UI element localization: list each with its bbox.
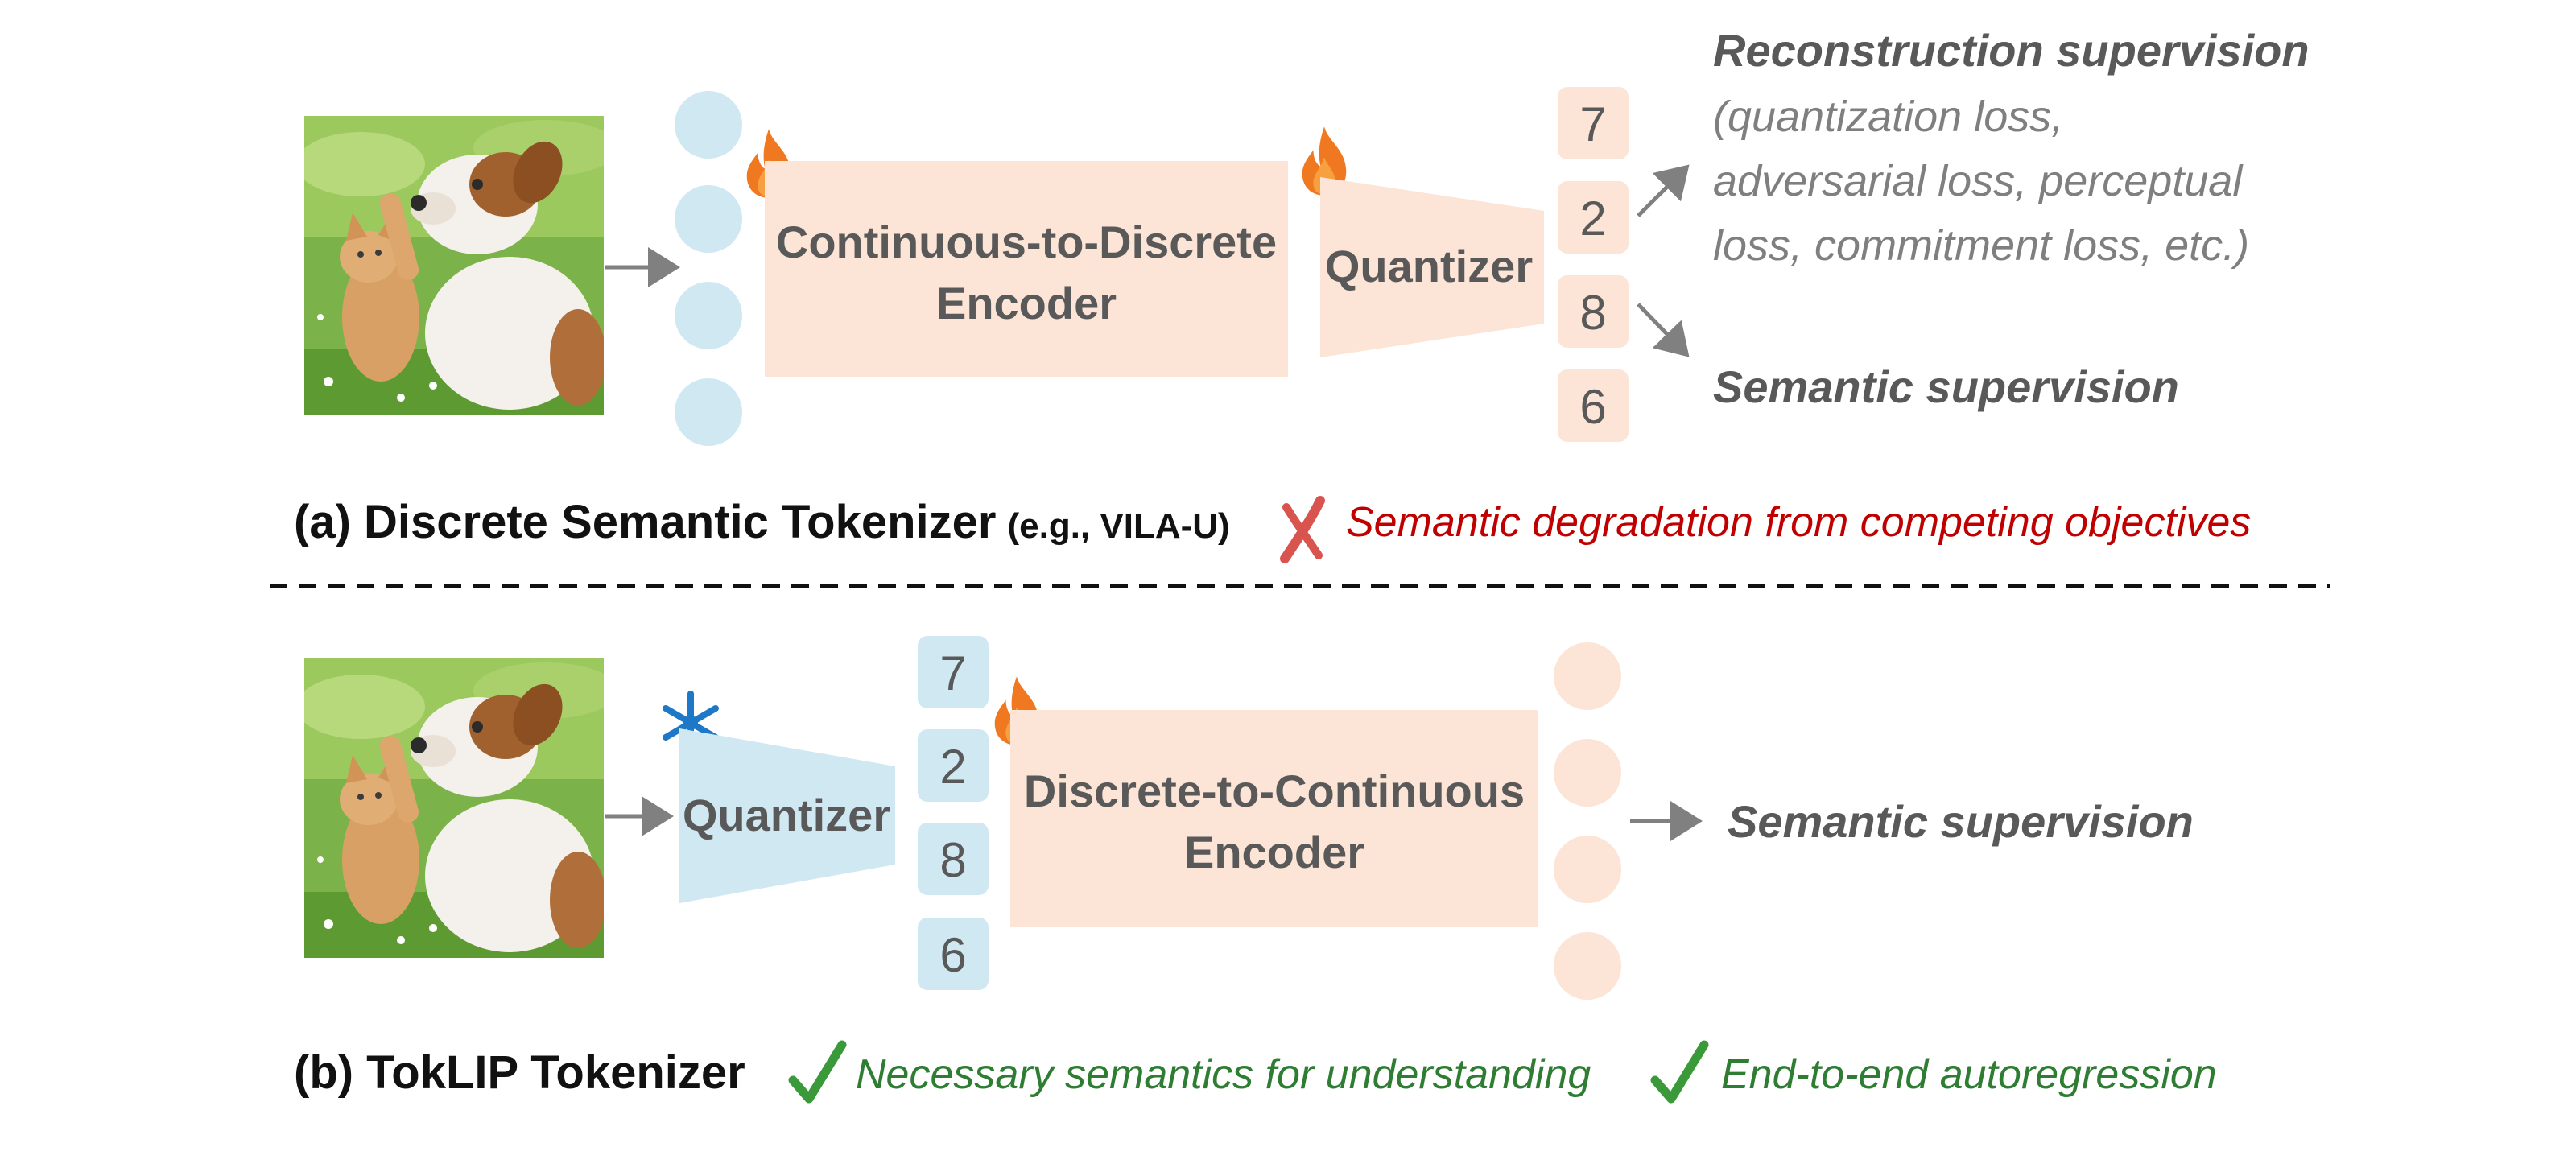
token-value: 8 xyxy=(939,833,966,887)
patch-circle xyxy=(675,282,742,349)
caption-a: (a) Discrete Semantic Tokenizer (e.g., VI… xyxy=(294,496,1230,548)
quantizer-b-label: Quantizer xyxy=(683,790,890,840)
quantizer-a xyxy=(1320,177,1544,357)
output-embeddings-b xyxy=(1554,642,1621,1000)
token-value: 2 xyxy=(939,740,966,794)
token-column-b: 7 2 8 6 xyxy=(918,636,989,990)
token-value: 8 xyxy=(1579,286,1606,340)
embedding-circle xyxy=(1554,836,1621,903)
arrow-to-reconstruction xyxy=(1637,164,1690,217)
token-box xyxy=(1558,369,1629,442)
patch-circle xyxy=(675,378,742,446)
input-photo-a xyxy=(304,116,604,415)
encoder-b-label-line1: Discrete-to-Continuous xyxy=(1024,766,1525,816)
panel-b: Quantizer 7 2 8 6 Discrete-to-Continuous… xyxy=(294,636,2217,1104)
token-value: 7 xyxy=(1579,97,1606,151)
semantic-supervision-a: Semantic supervision xyxy=(1713,361,2179,412)
arrow-to-semantic-a xyxy=(1637,303,1690,357)
input-photo-b xyxy=(304,658,604,958)
patch-circle xyxy=(675,185,742,253)
benefit-autoregression: End-to-end autoregression xyxy=(1721,1051,2217,1098)
caption-a-example: (e.g., VILA-U) xyxy=(1007,506,1229,546)
token-box xyxy=(918,823,989,895)
reconstruction-supervision-title: Reconstruction supervision xyxy=(1713,25,2310,76)
reconstruction-detail-line2: adversarial loss, perceptual xyxy=(1713,157,2244,205)
token-box xyxy=(1558,275,1629,348)
embedding-circle xyxy=(1554,932,1621,1000)
semantic-supervision-b: Semantic supervision xyxy=(1728,796,2194,847)
encoder-label-line1: Continuous-to-Discrete xyxy=(776,217,1277,267)
panel-a: Continuous-to-Discrete Encoder Quantizer… xyxy=(294,25,2310,563)
quantizer-a-label: Quantizer xyxy=(1325,241,1533,291)
token-value: 7 xyxy=(939,646,966,700)
token-box xyxy=(918,636,989,708)
token-value: 6 xyxy=(939,928,966,982)
token-value: 6 xyxy=(1579,380,1606,434)
token-column-a: 7 2 8 6 xyxy=(1558,87,1629,442)
embedding-circle xyxy=(1554,739,1621,807)
benefit-semantics: Necessary semantics for understanding xyxy=(856,1051,1591,1098)
encoder-b-label-line2: Encoder xyxy=(1184,827,1364,877)
cross-icon xyxy=(1280,496,1325,563)
verdict-a: Semantic degradation from competing obje… xyxy=(1346,499,2251,546)
caption-b: (b) TokLIP Tokenizer xyxy=(294,1046,745,1099)
discrete-to-continuous-encoder xyxy=(1010,710,1538,927)
encoder-label-line2: Encoder xyxy=(936,278,1117,328)
token-box xyxy=(1558,181,1629,254)
token-box xyxy=(918,918,989,990)
token-value: 2 xyxy=(1579,192,1606,246)
reconstruction-detail-line3: loss, commitment loss, etc.) xyxy=(1713,221,2249,270)
check-icon xyxy=(788,1040,847,1104)
reconstruction-detail-line1: (quantization loss, xyxy=(1713,93,2063,141)
token-box xyxy=(918,729,989,802)
patch-circle xyxy=(675,91,742,159)
check-icon xyxy=(1650,1040,1709,1104)
caption-a-main: (a) Discrete Semantic Tokenizer xyxy=(294,496,996,548)
input-patches-a xyxy=(675,91,742,446)
quantizer-b xyxy=(679,728,895,903)
embedding-circle xyxy=(1554,642,1621,710)
continuous-to-discrete-encoder xyxy=(765,161,1288,377)
token-box xyxy=(1558,87,1629,159)
